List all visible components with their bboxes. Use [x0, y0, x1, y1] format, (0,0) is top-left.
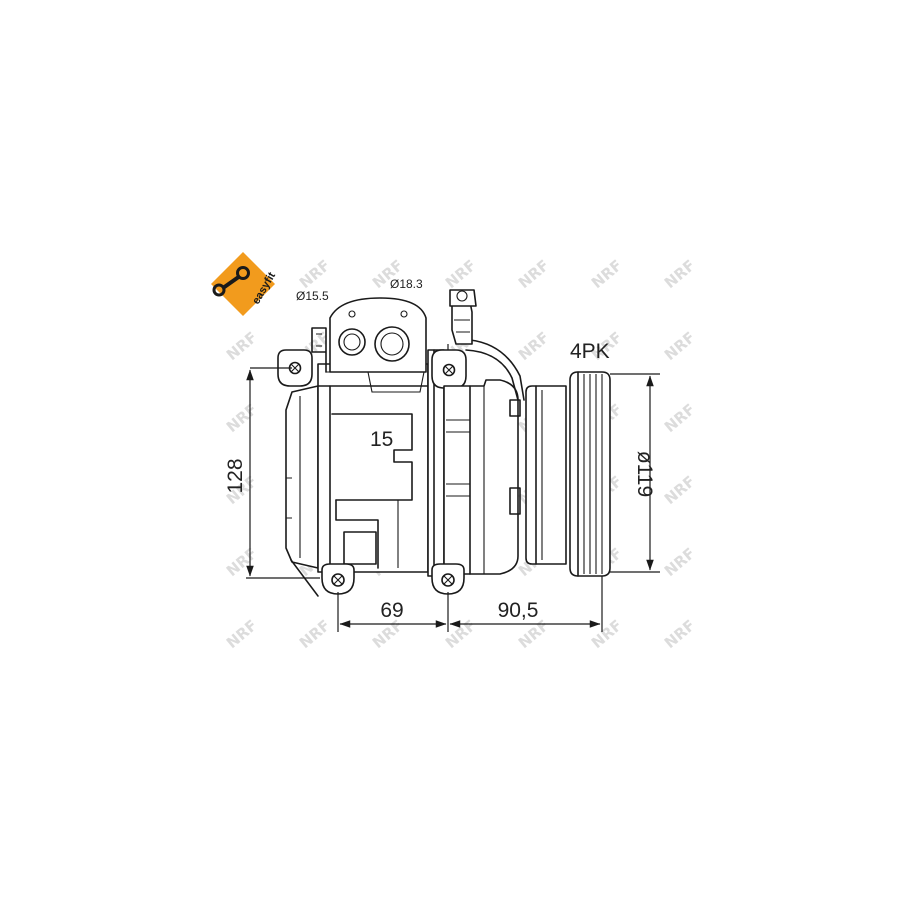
nrf-watermark: NRF: [661, 616, 699, 652]
nrf-watermark: NRF: [515, 256, 553, 292]
nrf-watermark: NRF: [661, 400, 699, 436]
front-section: [443, 379, 519, 575]
mount-bottom-left: [321, 563, 355, 595]
nrf-watermark: NRF: [296, 616, 334, 652]
pulley-diameter-label: ø119: [633, 451, 656, 497]
nrf-watermark: NRF: [661, 328, 699, 364]
nrf-watermark: NRF: [223, 400, 261, 436]
height-label: 128: [224, 458, 247, 493]
mount-bottom-right: [431, 563, 465, 595]
nrf-watermark: NRF: [588, 616, 626, 652]
port-large-label: Ø18.3: [390, 277, 423, 291]
nrf-watermark: NRF: [223, 328, 261, 364]
electrical-connector: [449, 289, 525, 401]
compressor-outline: [277, 289, 611, 597]
port-small-label: Ø15.5: [296, 289, 329, 303]
wrench-icon: [212, 266, 250, 297]
nrf-watermark: NRF: [588, 256, 626, 292]
mount-spacing-label: 69: [380, 599, 403, 622]
nrf-watermark: NRF: [515, 328, 553, 364]
nrf-watermark: NRF: [296, 256, 334, 292]
port-large: [374, 326, 410, 362]
pulley-offset-label: 90,5: [498, 599, 539, 622]
nrf-watermark: NRF: [442, 256, 480, 292]
dimension-lines: [246, 344, 660, 632]
nrf-watermark: NRF: [661, 256, 699, 292]
nrf-watermark: NRF: [661, 472, 699, 508]
dimension-labels: Ø15.5 Ø18.3 4PK 15 128 ø119 69 90,5: [224, 277, 656, 622]
nrf-watermark: NRF: [223, 544, 261, 580]
rear-housing: [285, 385, 319, 569]
nrf-watermark: NRF: [661, 544, 699, 580]
clutch-plate: [525, 385, 567, 565]
nrf-watermark: NRF: [223, 616, 261, 652]
port-small: [338, 328, 366, 356]
mount-top-right: [431, 349, 467, 389]
belt-label: 4PK: [570, 340, 610, 363]
easyfit-badge: easyfit: [211, 252, 278, 316]
body-label: 15: [370, 428, 393, 451]
